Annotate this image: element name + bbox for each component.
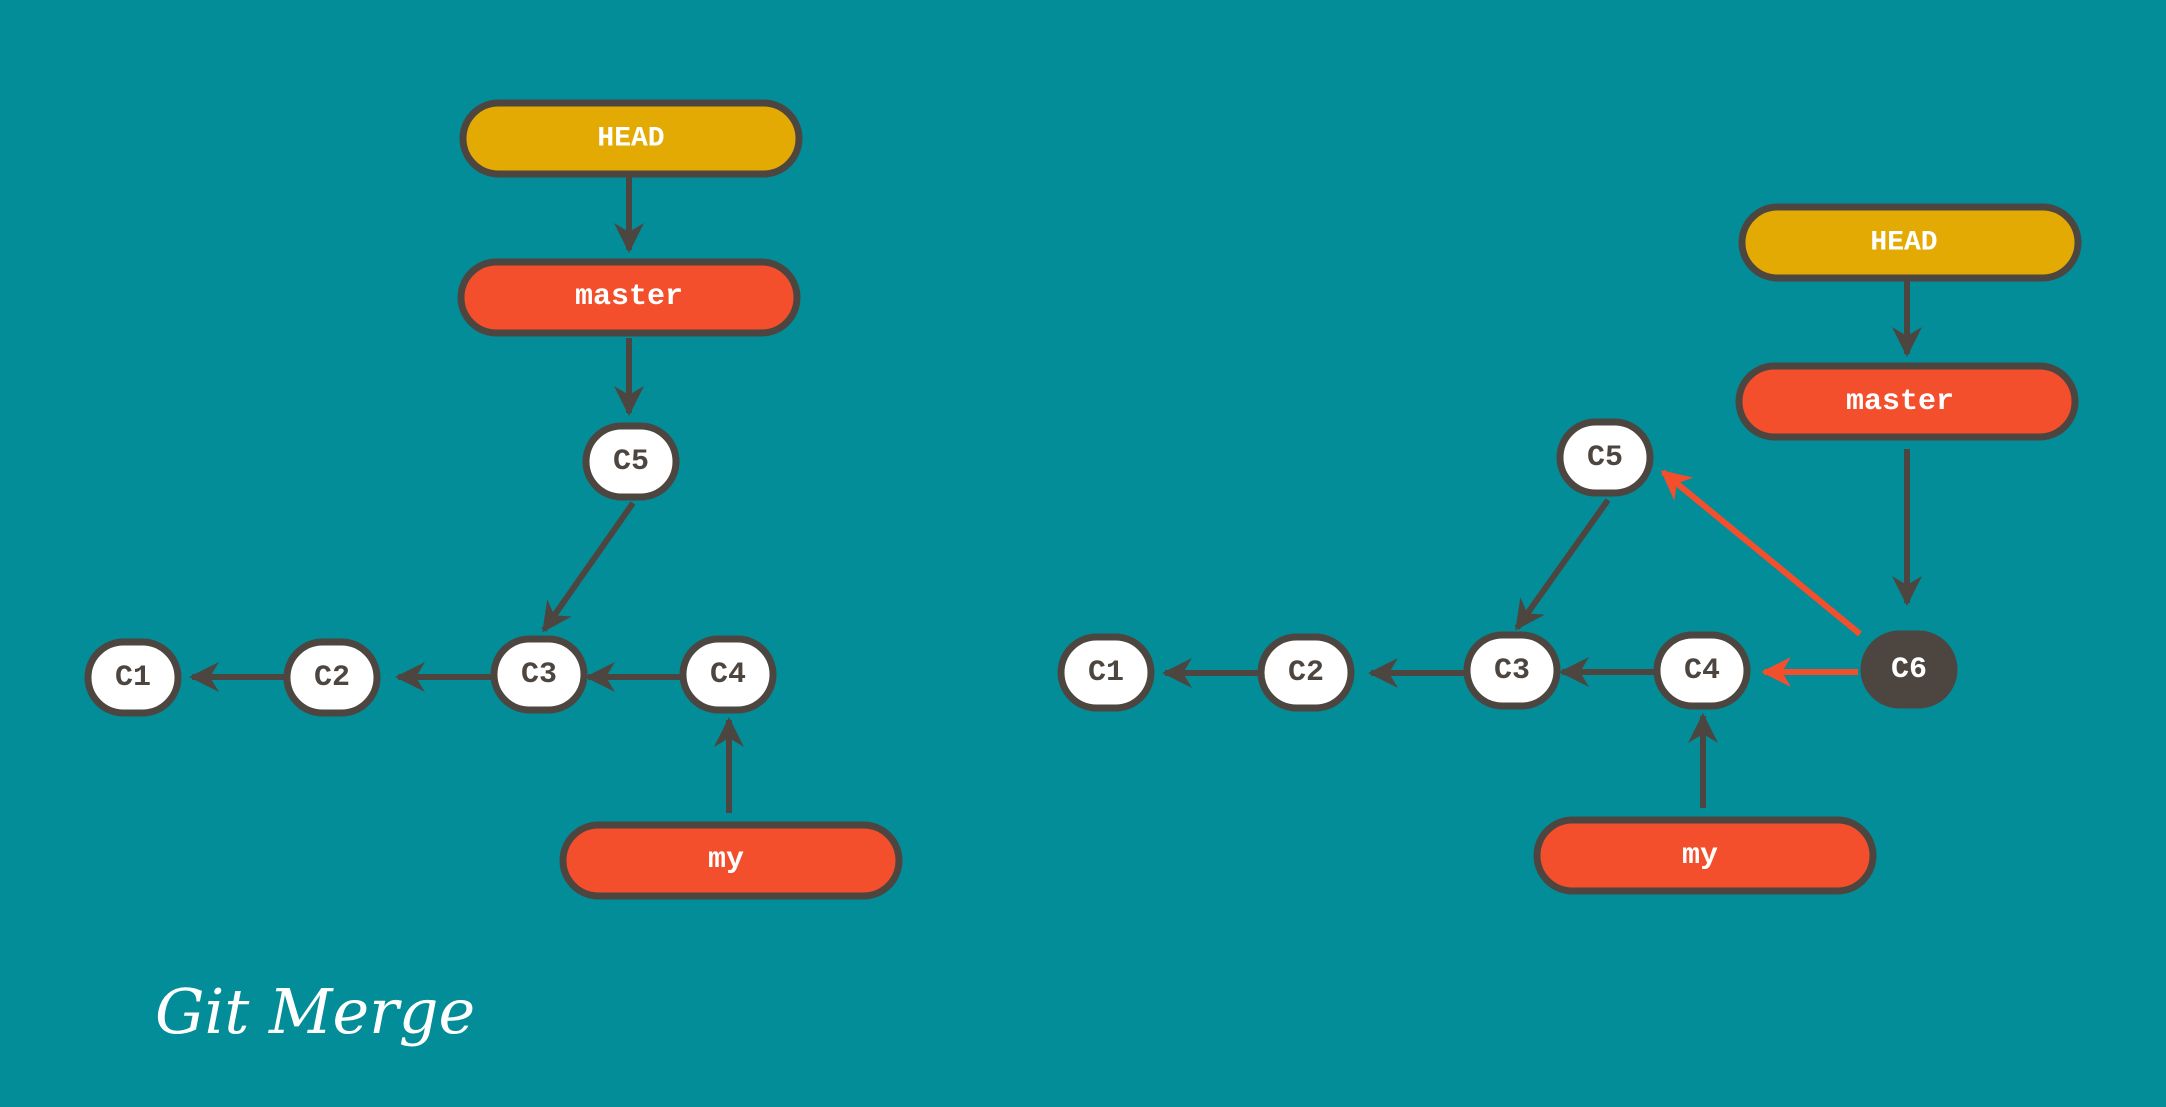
commit-c1-label: C1	[115, 661, 151, 695]
commit-c5: C5	[582, 422, 680, 501]
commit-c1-label: C1	[1088, 656, 1124, 690]
branch-my-label: my	[1682, 839, 1718, 873]
diagram-after: HEAD master my C5 C1 C2 C3	[1057, 203, 2082, 895]
commit-c1: C1	[1057, 633, 1155, 712]
commit-c4: C4	[1653, 631, 1751, 710]
commit-c3: C3	[1463, 631, 1561, 710]
commit-c2-label: C2	[314, 661, 350, 695]
commit-c2: C2	[1257, 633, 1355, 712]
arrow-c6-to-c5	[1660, 469, 1862, 637]
branch-master: master	[457, 258, 801, 337]
branch-master: master	[1735, 362, 2079, 441]
commit-c3: C3	[490, 635, 588, 714]
commit-c4: C4	[679, 635, 777, 714]
branch-master-label: master	[1846, 385, 1954, 419]
head-label: HEAD	[1870, 228, 1937, 259]
diagram-before: HEAD master my C5 C1 C2 C3	[84, 99, 903, 900]
commit-c6-merge: C6	[1860, 630, 1958, 709]
commit-c5-label: C5	[613, 445, 649, 479]
commit-c4-label: C4	[710, 658, 746, 692]
branch-master-label: master	[575, 280, 683, 314]
diagram-title: Git Merge	[155, 975, 475, 1048]
commit-c5-label: C5	[1587, 441, 1623, 475]
commit-c2: C2	[283, 638, 381, 717]
head-pointer: HEAD	[459, 99, 803, 178]
commit-c5: C5	[1556, 418, 1654, 497]
commit-c4-label: C4	[1684, 654, 1720, 688]
head-label: HEAD	[597, 124, 664, 155]
commit-c3-label: C3	[1494, 654, 1530, 688]
commit-c3-label: C3	[521, 658, 557, 692]
commit-c6-label: C6	[1891, 653, 1927, 687]
commit-c2-label: C2	[1288, 656, 1324, 690]
branch-my-label: my	[708, 843, 744, 877]
commit-c1: C1	[84, 638, 182, 717]
branch-my: my	[1533, 816, 1877, 895]
head-pointer: HEAD	[1738, 203, 2082, 282]
branch-my: my	[559, 821, 903, 900]
arrow-c5-to-c3	[1514, 498, 1611, 631]
arrow-c5-to-c3	[541, 501, 636, 633]
